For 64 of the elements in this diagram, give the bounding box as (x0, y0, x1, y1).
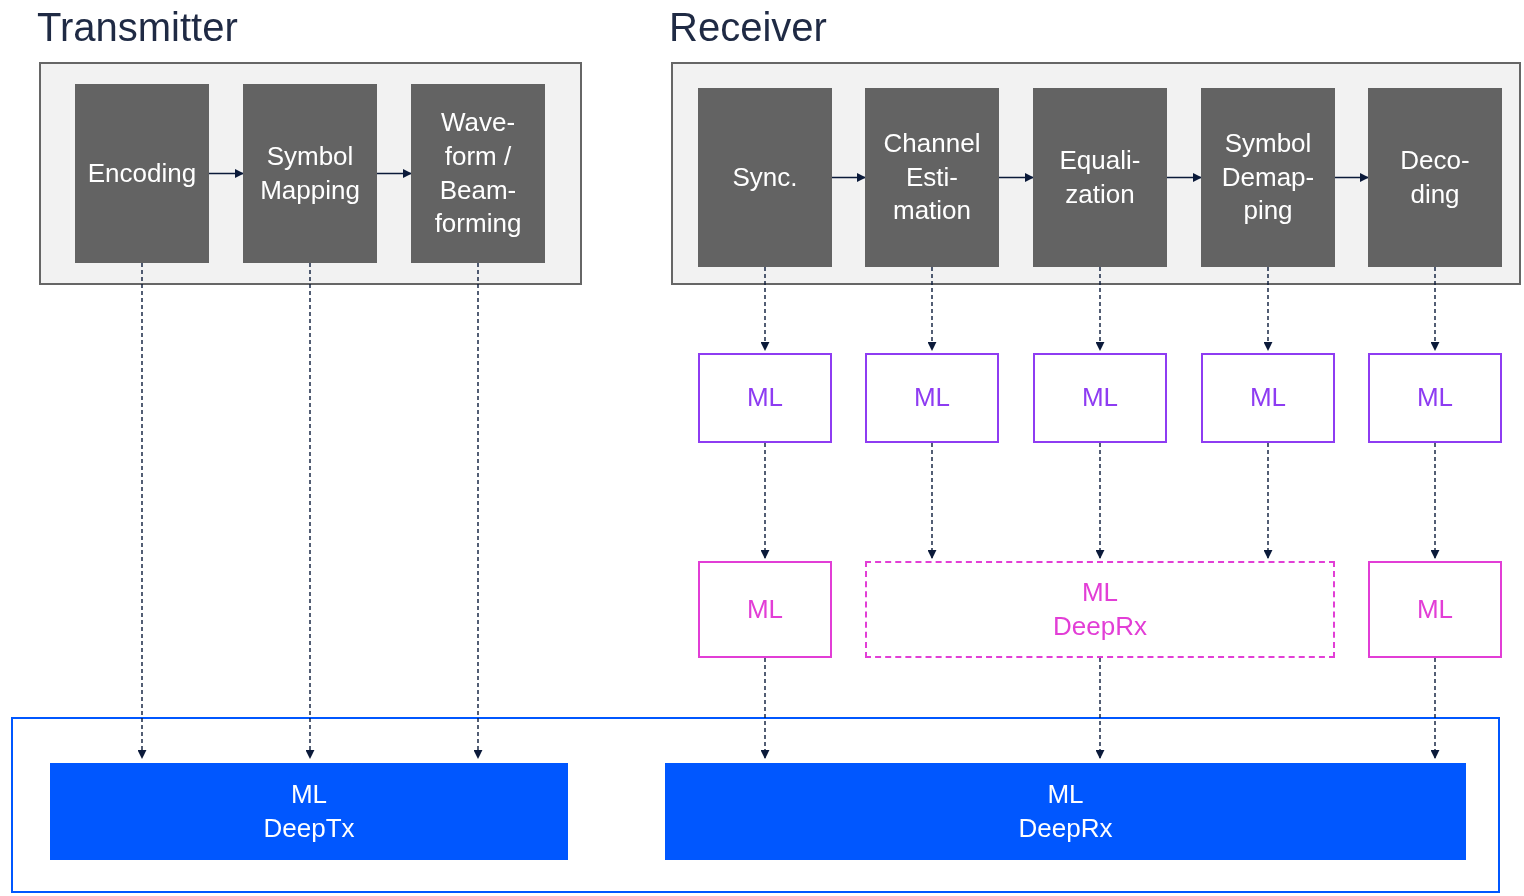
box-label: ML (913, 381, 951, 415)
process-box (50, 763, 568, 860)
process-box (1033, 88, 1167, 267)
box-label: ML (1081, 575, 1119, 609)
box-label: ML (746, 592, 784, 626)
arrow (831, 173, 866, 182)
box-label: ML (290, 777, 328, 811)
process-box (665, 763, 1466, 860)
arrow (1430, 442, 1440, 559)
box-label: Encoding (87, 156, 197, 190)
arrow (1095, 657, 1105, 759)
box-label: ML (1047, 777, 1084, 811)
box-label: ML (1416, 381, 1454, 415)
group-title: Transmitter (37, 5, 238, 49)
box-label: Symbol Mapping (259, 139, 361, 207)
process-box (75, 84, 209, 263)
process-box (698, 353, 832, 443)
arrow (760, 657, 770, 759)
outline-frame (11, 717, 1500, 893)
box-label: Equali- zation (1058, 143, 1142, 211)
box-label: Sync. (732, 160, 798, 194)
arrow (1095, 266, 1105, 351)
process-box (1368, 353, 1502, 443)
arrow (1263, 442, 1273, 559)
box-label: ML (1416, 592, 1454, 626)
arrow (760, 442, 770, 559)
box-label: Deco- ding (1399, 143, 1471, 211)
process-box (1201, 353, 1335, 443)
process-box (698, 88, 832, 267)
arrow (927, 266, 937, 351)
dashed-box (865, 561, 1335, 658)
arrow (760, 266, 770, 351)
arrow (208, 169, 244, 178)
box-label: DeepRx (1018, 811, 1113, 845)
arrow (998, 173, 1034, 182)
arrow (1166, 173, 1202, 182)
process-box (243, 84, 377, 263)
process-box (1033, 353, 1167, 443)
arrow (1095, 442, 1105, 559)
box-label: Symbol Demap- ping (1220, 126, 1316, 228)
arrow (305, 262, 315, 759)
arrow (137, 262, 147, 759)
process-box (698, 561, 832, 658)
box-label: Channel Esti- mation (882, 126, 982, 228)
process-box (865, 88, 999, 267)
box-label: ML (746, 381, 784, 415)
arrow (376, 169, 412, 178)
box-label: DeepRx (1053, 609, 1147, 643)
arrow (1263, 266, 1273, 351)
arrow (1334, 173, 1369, 182)
group-title: Receiver (669, 5, 827, 49)
box-label: Wave- form / Beam- forming (433, 105, 523, 241)
box-label: ML (1081, 381, 1119, 415)
arrow (927, 442, 937, 559)
process-box (411, 84, 545, 263)
process-box (1368, 88, 1502, 267)
box-label: DeepTx (263, 811, 355, 845)
arrow (1430, 266, 1440, 351)
box-label: ML (1249, 381, 1287, 415)
process-box (1368, 561, 1502, 658)
arrow (473, 262, 483, 759)
arrow (1430, 657, 1440, 759)
process-box (865, 353, 999, 443)
process-box (1201, 88, 1335, 267)
